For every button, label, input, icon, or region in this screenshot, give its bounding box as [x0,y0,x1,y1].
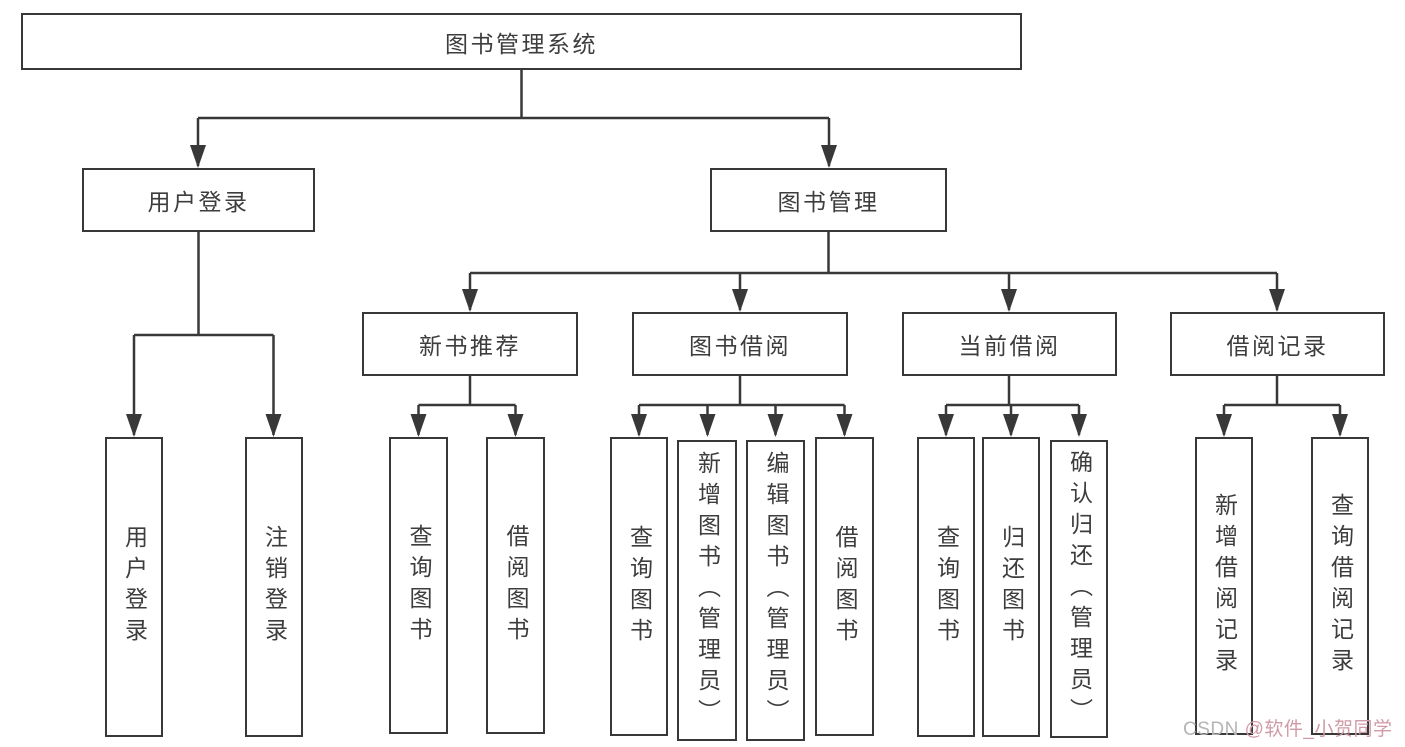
edge-current-borrow-group [944,376,1081,435]
node-label: 查询借阅记录 [1327,493,1354,679]
leaf-logout: 注销登录 [245,437,303,737]
leaf-add-borrow-record: 新增借阅记录 [1195,437,1253,735]
node-current-borrowing: 当前借阅 [902,312,1117,376]
node-label: 新书推荐 [419,333,521,359]
edge-book-mgmt-to-level3 [468,232,1279,310]
node-new-book-recommend: 新书推荐 [362,312,578,376]
leaf-borrow-books: 借阅图书 [815,437,874,736]
edge-user-login-group [132,232,275,435]
node-label: 借阅图书 [503,523,529,648]
node-label: 查询图书 [626,524,653,649]
node-label: 图书管理 [777,189,880,215]
node-label: 当前借阅 [958,333,1061,359]
node-label: 用户登录 [121,525,148,649]
leaf-confirm-return-admin: 确认归还（管理员） [1050,440,1108,738]
edge-new-book-rec-group [417,376,517,435]
node-label: 新增借阅记录 [1211,493,1238,679]
watermark-prefix: CSDN [1183,719,1245,740]
node-user-login: 用户登录 [82,168,315,232]
leaf-return-books: 归还图书 [982,437,1040,737]
edge-borrow-records-group [1222,376,1342,435]
node-label: 借阅图书 [832,524,858,649]
leaf-query-books: 查询图书 [389,437,448,734]
node-label: 查询图书 [933,525,960,649]
leaf-user-login: 用户登录 [105,437,163,737]
node-label: 查询图书 [406,523,432,648]
node-label: 图书借阅 [689,333,791,359]
node-label: 新增图书（管理员） [694,451,721,730]
leaf-query-books: 查询图书 [917,437,975,737]
node-label: 确认归还（管理员） [1066,449,1093,729]
node-book-management: 图书管理 [710,168,947,232]
watermark-handle: @软件_小贺同学 [1244,719,1393,740]
edge-book-borrow-group [637,376,846,435]
node-label: 借阅记录 [1226,333,1329,359]
node-borrowing-records: 借阅记录 [1170,312,1385,376]
node-label: 用户登录 [147,189,250,215]
node-label: 注销登录 [261,525,288,649]
leaf-query-borrow-record: 查询借阅记录 [1311,437,1369,735]
csdn-watermark: CSDN @软件_小贺同学 [1183,714,1392,741]
leaf-borrow-books: 借阅图书 [486,437,545,734]
leaf-edit-book-admin: 编辑图书（管理员） [746,440,805,741]
node-label: 编辑图书（管理员） [763,451,789,730]
node-label: 图书管理系统 [445,30,598,57]
leaf-add-book-admin: 新增图书（管理员） [677,440,737,741]
node-label: 归还图书 [998,525,1025,649]
node-library-management-system: 图书管理系统 [21,13,1022,70]
node-book-borrowing: 图书借阅 [632,312,848,376]
leaf-query-books: 查询图书 [610,437,668,736]
edge-root-to-level2 [196,70,831,166]
